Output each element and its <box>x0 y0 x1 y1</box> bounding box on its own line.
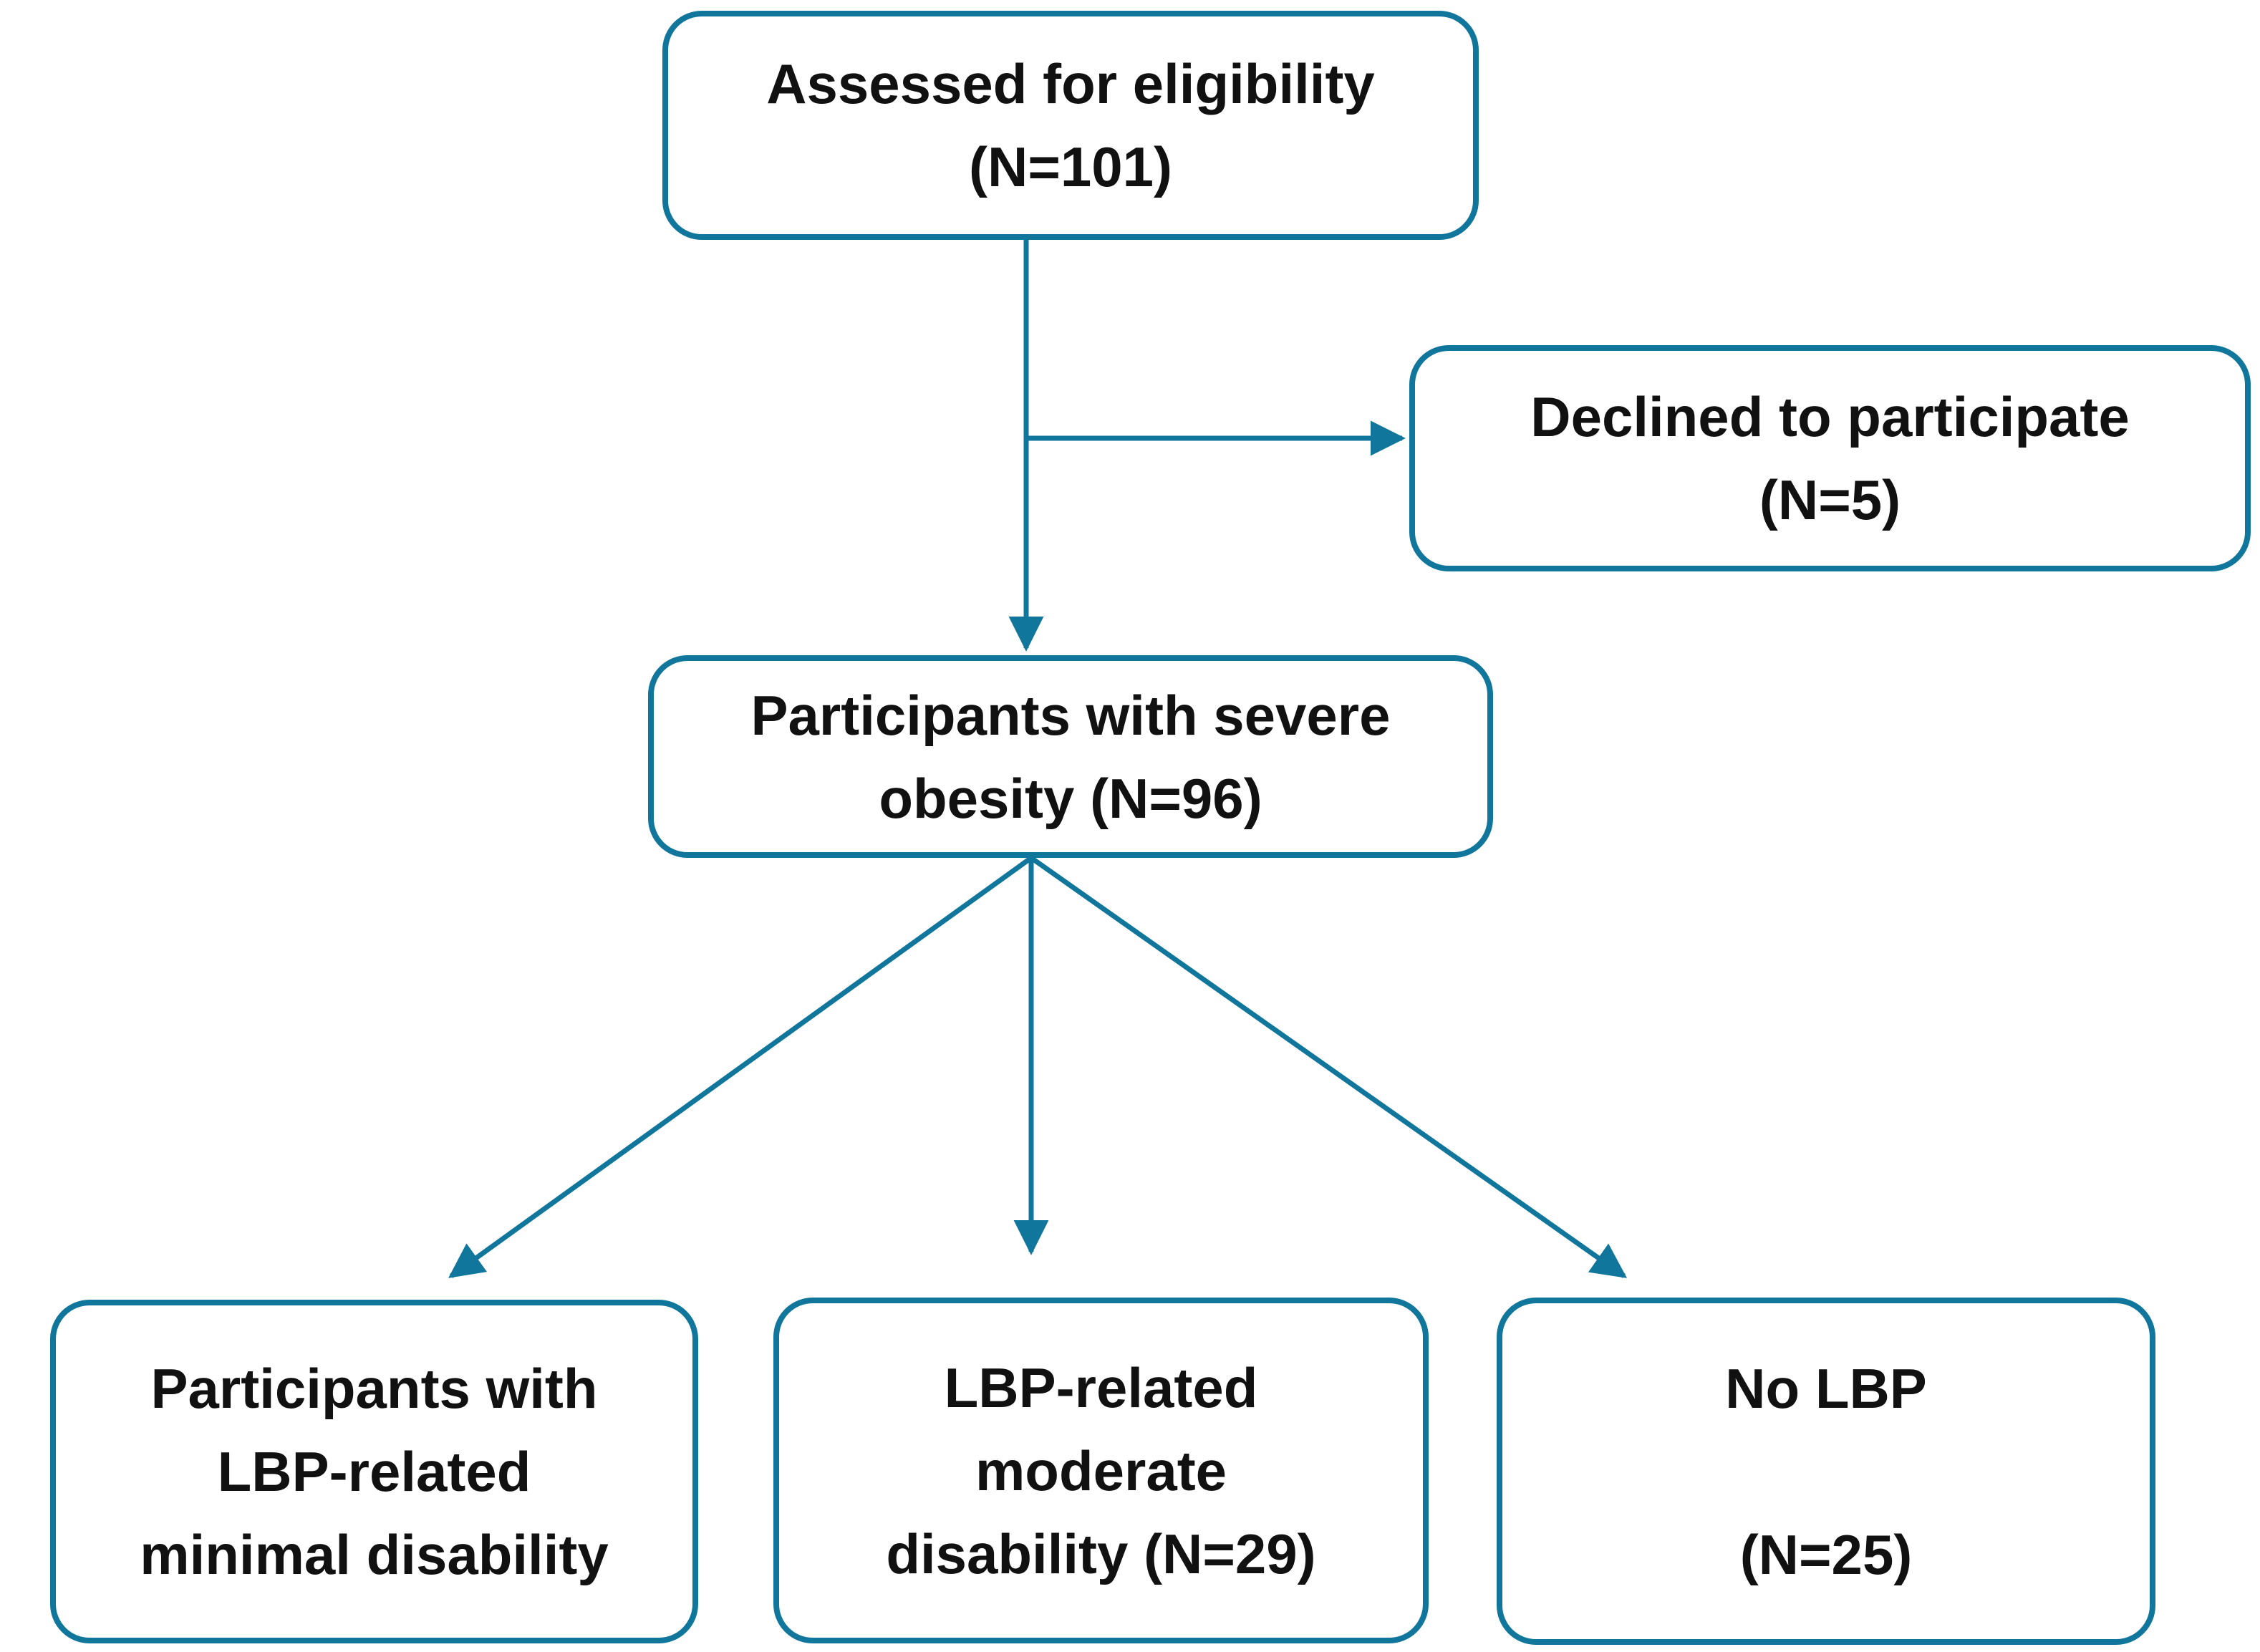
node-text-line: Assessed for eligibility <box>766 52 1375 115</box>
node-text-line: (N=101) <box>969 135 1172 198</box>
node-severe-obesity: Participants with severe obesity (N=96) <box>648 655 1493 858</box>
node-text-line: LBP-related <box>944 1356 1258 1419</box>
node-text-line: minimal disability <box>140 1523 609 1586</box>
node-text-line: No LBP <box>1725 1356 1927 1420</box>
node-text-line: (N=5) <box>1759 468 1901 531</box>
arrow-severe-obesity-to-minimal-disability <box>448 856 1033 1278</box>
node-text-line: Participants with severe <box>750 683 1391 747</box>
node-text-line: obesity (N=96) <box>879 766 1262 830</box>
node-text-line: disability (N=29) <box>886 1522 1316 1585</box>
node-text-line: moderate <box>975 1439 1227 1502</box>
arrow-severe-obesity-to-no-lbp <box>1029 856 1628 1278</box>
node-text-line: Participants with <box>150 1357 598 1420</box>
node-text-line: Declined to participate <box>1530 385 2130 448</box>
node-no-lbp: No LBP (N=25) <box>1497 1298 2155 1645</box>
node-minimal-disability: Participants with LBP-related minimal di… <box>50 1300 698 1643</box>
node-moderate-disability: LBP-related moderate disability (N=29) <box>773 1298 1429 1643</box>
node-assessed-eligibility: Assessed for eligibility (N=101) <box>662 11 1479 240</box>
node-declined-to-participate: Declined to participate (N=5) <box>1409 345 2251 571</box>
node-text-line: LBP-related <box>217 1440 531 1503</box>
node-text-line: (N=25) <box>1739 1522 1913 1586</box>
